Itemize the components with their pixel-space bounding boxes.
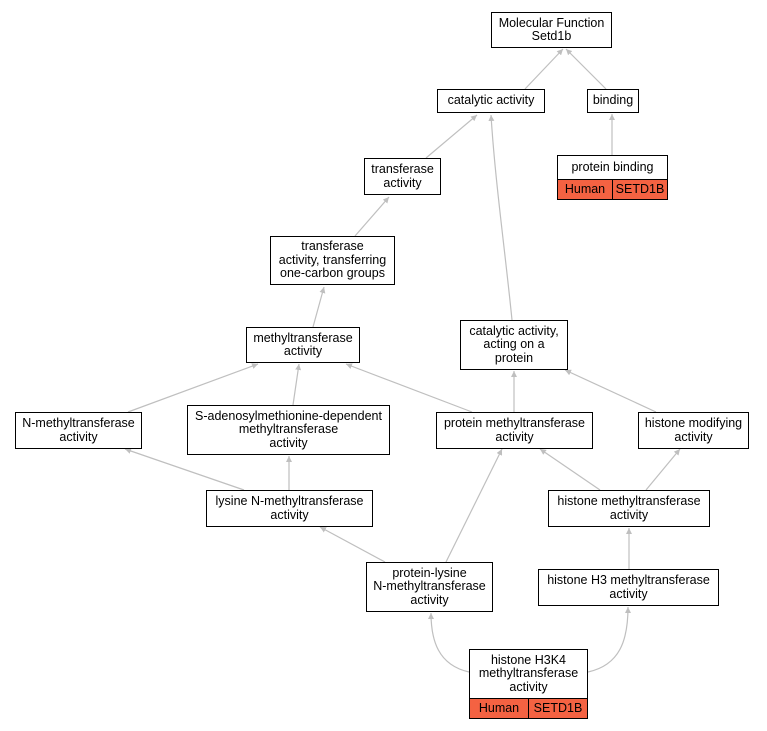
node-label: N-methyltransferase activity (22, 416, 135, 444)
node-methyltransferase-activity[interactable]: methyltransferase activity (246, 327, 360, 363)
edge-one-carbon-to-transferase (354, 196, 390, 237)
edge-n-methyl-to-methyl (127, 363, 259, 413)
node-label: lysine N-methyltransferase activity (215, 494, 364, 522)
node-histone-methyltransferase[interactable]: histone methyltransferase activity (548, 490, 710, 527)
edge-h3k4-to-h3 (587, 606, 631, 673)
edge-protein-methyl-to-methyl (345, 363, 473, 413)
tag-species: Human (558, 180, 612, 199)
node-binding[interactable]: binding (587, 89, 639, 113)
node-protein-binding[interactable]: protein binding Human SETD1B (557, 155, 668, 200)
annotation-tags: Human SETD1B (470, 698, 587, 718)
node-lysine-n-methyltransferase[interactable]: lysine N-methyltransferase activity (206, 490, 373, 527)
edge-methyl-to-one-carbon (312, 286, 326, 328)
node-label: Molecular Function Setd1b (498, 15, 605, 43)
edge-histone-methyl-to-protein-methyl (539, 448, 601, 491)
node-histone-modifying[interactable]: histone modifying activity (638, 412, 749, 449)
edge-binding-to-root (565, 48, 607, 90)
node-molecular-function-root[interactable]: Molecular Function Setd1b (491, 12, 612, 48)
edge-histone-methyl-to-histone-modifying (645, 448, 681, 491)
node-label: histone methyltransferase activity (557, 494, 701, 522)
node-n-methyltransferase[interactable]: N-methyltransferase activity (15, 412, 142, 449)
node-catalytic-activity[interactable]: catalytic activity (437, 89, 545, 113)
tag-species: Human (470, 699, 528, 718)
node-label: transferase activity (371, 162, 434, 190)
node-transferase-activity[interactable]: transferase activity (364, 158, 441, 195)
edge-protein-lysine-to-protein-methyl (445, 448, 503, 563)
edge-protein-lysine-to-lysine (319, 526, 386, 563)
node-label: protein binding (571, 159, 654, 174)
node-label: transferase activity, transferring one-c… (278, 239, 387, 281)
edge-h3k4-to-protein-lysine (428, 612, 470, 673)
node-sam-dependent-methyltransferase[interactable]: S-adenosylmethionine-dependent methyltra… (187, 405, 390, 455)
tag-gene: SETD1B (528, 699, 587, 718)
node-catalytic-acting-on-protein[interactable]: catalytic activity, acting on a protein (460, 320, 568, 370)
tag-gene: SETD1B (612, 180, 667, 199)
node-label: histone H3K4 methyltransferase activity (478, 652, 579, 694)
node-label: histone H3 methyltransferase activity (547, 573, 710, 601)
node-label: protein-lysine N-methyltransferase activ… (373, 565, 486, 607)
edge-catalytic-protein-to-catalytic (488, 114, 513, 321)
node-label: protein methyltransferase activity (443, 416, 586, 444)
edge-catalytic-to-root (524, 48, 564, 90)
node-label: catalytic activity (447, 93, 535, 108)
edge-histone-modifying-to-catalytic-protein (564, 369, 657, 413)
edge-lysine-to-n-methyl (124, 448, 245, 491)
node-transferase-one-carbon[interactable]: transferase activity, transferring one-c… (270, 236, 395, 285)
node-label: catalytic activity, acting on a protein (469, 323, 559, 365)
node-protein-methyltransferase[interactable]: protein methyltransferase activity (436, 412, 593, 449)
node-label: histone modifying activity (644, 416, 743, 444)
edge-sam-to-methyl (292, 363, 302, 406)
edge-layer (124, 48, 681, 673)
node-histone-h3k4-methyltransferase[interactable]: histone H3K4 methyltransferase activity … (469, 649, 588, 719)
node-label: binding (592, 93, 634, 108)
node-label: methyltransferase activity (253, 330, 353, 358)
annotation-tags: Human SETD1B (558, 179, 667, 199)
node-protein-lysine-n-methyltransferase[interactable]: protein-lysine N-methyltransferase activ… (366, 562, 493, 612)
edge-transferase-to-catalytic (425, 114, 478, 159)
node-label: S-adenosylmethionine-dependent methyltra… (195, 408, 382, 450)
node-histone-h3-methyltransferase[interactable]: histone H3 methyltransferase activity (538, 569, 719, 606)
